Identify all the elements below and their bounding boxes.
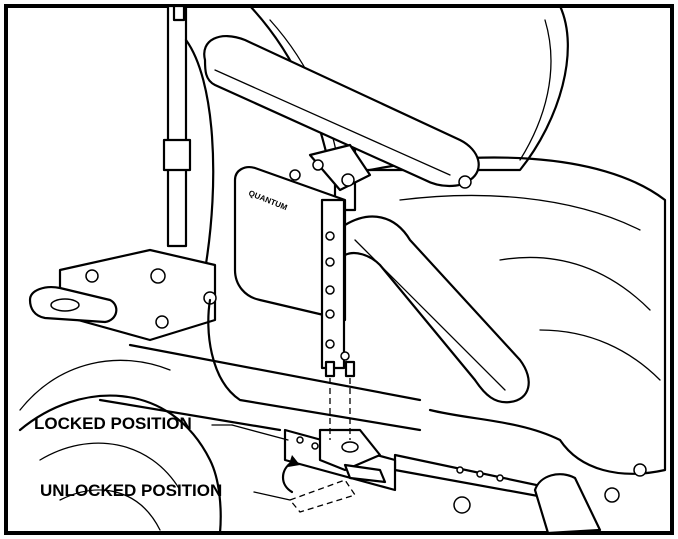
- caster-wheel: [533, 463, 647, 535]
- seat-cushion: [368, 156, 667, 475]
- drive-wheel: [18, 359, 222, 535]
- seat-frame-bracket: [28, 248, 217, 342]
- armrest-receiver-bracket: [283, 428, 397, 492]
- side-rail: [393, 453, 562, 514]
- figure-border: [4, 4, 674, 535]
- locked-position-label: LOCKED POSITION: [34, 414, 192, 433]
- rotation-arrow: [281, 455, 300, 494]
- arm-panel: QUANTUM: [233, 166, 347, 322]
- lower-frame: [98, 298, 422, 432]
- armrest-pad: [203, 35, 480, 189]
- callout-unlocked-position: UNLOCKED POSITION: [40, 481, 291, 501]
- alignment-guides: [288, 378, 357, 513]
- side-arm-loop: [343, 215, 530, 404]
- arm-mounting-plate: [320, 198, 356, 378]
- backrest-cane: [162, 4, 215, 272]
- callout-locked-position: LOCKED POSITION: [34, 414, 289, 441]
- unlocked-position-label: UNLOCKED POSITION: [40, 481, 222, 500]
